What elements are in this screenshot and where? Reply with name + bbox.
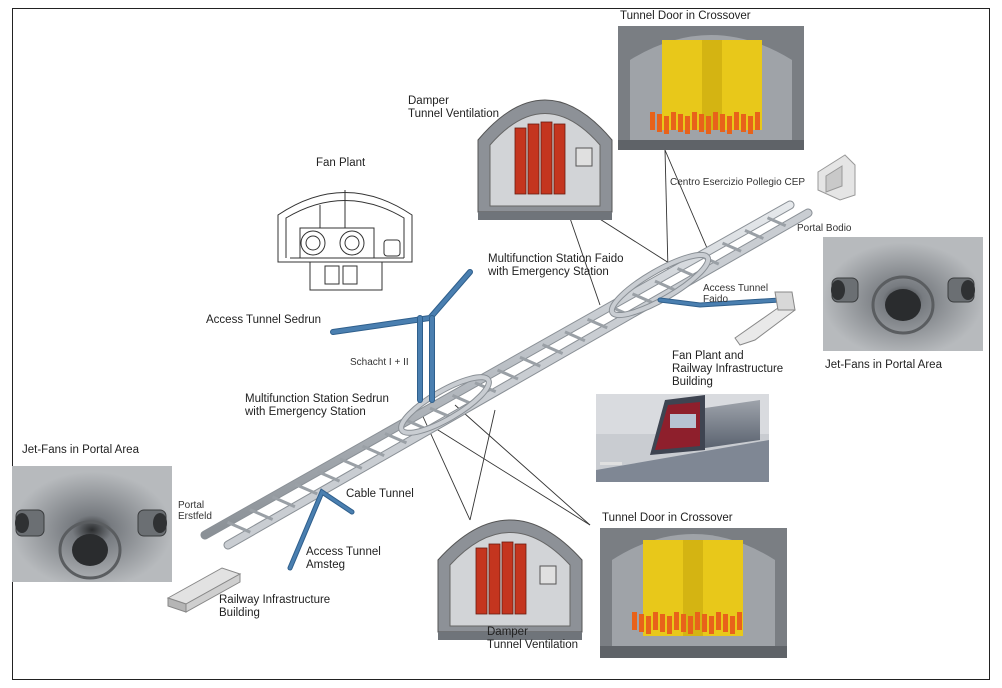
label-portal-erstfeld: Portal Erstfeld xyxy=(178,500,212,522)
worker-figure xyxy=(685,116,690,134)
worker-figure xyxy=(748,116,753,134)
label-tunnel-door-bottom: Tunnel Door in Crossover xyxy=(602,512,733,524)
label-cable-tunnel: Cable Tunnel xyxy=(346,488,414,500)
label-access-tunnel-faido: Access Tunnel Faido xyxy=(703,283,769,305)
worker-figure xyxy=(632,612,637,630)
cross-passage xyxy=(226,520,251,534)
label-access-tunnel-sedrun: Access Tunnel Sedrun xyxy=(206,314,322,326)
cross-passage xyxy=(564,330,586,343)
worker-figure xyxy=(737,612,742,630)
cross-passage xyxy=(249,508,274,521)
worker-figure xyxy=(678,114,683,132)
fan-plant-drawing xyxy=(277,190,413,291)
cross-passage xyxy=(339,457,363,470)
worker-figure xyxy=(723,614,728,632)
cross-passage xyxy=(429,406,452,419)
label-portal-bodio: Portal Bodio xyxy=(797,223,852,234)
worker-figure xyxy=(667,616,672,634)
main-tunnels xyxy=(200,200,813,550)
worker-figure xyxy=(706,116,711,134)
label-railway-infrastructure-building: Railway Infrastructure Building xyxy=(219,594,331,619)
jet-fans-photo-left xyxy=(12,466,172,582)
worker-figure xyxy=(681,614,686,632)
worker-figure xyxy=(741,114,746,132)
worker-figure xyxy=(730,616,735,634)
worker-figure xyxy=(639,614,644,632)
label-access-tunnel-amsteg: Access Tunnel Amsteg xyxy=(306,546,381,571)
tunnel-door-photo-top xyxy=(618,26,804,150)
label-jet-fans-left: Jet-Fans in Portal Area xyxy=(22,444,139,456)
label-mfs-faido: Multifunction Station Faido with Emergen… xyxy=(488,253,624,278)
figure-frame xyxy=(12,8,990,680)
worker-figure xyxy=(716,612,721,630)
cross-passage xyxy=(631,292,653,304)
worker-figure xyxy=(688,616,693,634)
cross-passage xyxy=(541,343,564,355)
fan-plant-building-block xyxy=(734,291,796,346)
label-jet-fans-right: Jet-Fans in Portal Area xyxy=(825,359,942,371)
tunnel-door-photo-bottom xyxy=(600,528,787,658)
railway-infrastructure-building-block xyxy=(166,567,242,613)
worker-figure xyxy=(727,116,732,134)
access-tunnels xyxy=(287,269,783,571)
cross-passage xyxy=(721,241,742,253)
worker-figure xyxy=(657,114,662,132)
worker-figure xyxy=(653,612,658,630)
cross-passage xyxy=(316,470,341,483)
worker-figure xyxy=(650,112,655,130)
worker-figure xyxy=(709,616,714,634)
fan-plant-building-render xyxy=(596,394,769,482)
label-damper-bottom: Damper Tunnel Ventilation xyxy=(487,626,579,651)
cross-passage xyxy=(519,355,541,368)
worker-figure xyxy=(692,112,697,130)
label-schacht: Schacht I + II xyxy=(350,357,409,368)
cross-passage xyxy=(744,229,764,240)
worker-figure xyxy=(734,112,739,130)
cross-passage xyxy=(654,279,675,291)
worker-figure xyxy=(695,612,700,630)
cross-passage xyxy=(361,444,385,457)
worker-figure xyxy=(646,616,651,634)
worker-figure xyxy=(699,114,704,132)
cross-passage xyxy=(586,317,608,330)
label-damper-top: Damper Tunnel Ventilation xyxy=(408,95,500,120)
cep-building-icon xyxy=(817,154,856,201)
worker-figure xyxy=(674,612,679,630)
label-tunnel-door-top: Tunnel Door in Crossover xyxy=(620,10,751,22)
cross-passage xyxy=(384,432,408,445)
worker-figure xyxy=(702,614,707,632)
cross-passage xyxy=(271,495,296,509)
label-fan-plant-building: Fan Plant and Railway Infrastructure Bui… xyxy=(672,350,784,388)
damper-section-top xyxy=(477,99,613,220)
cross-passage xyxy=(496,368,519,381)
jet-fans-photo-right xyxy=(823,237,983,351)
label-mfs-sedrun: Multifunction Station Sedrun with Emerge… xyxy=(245,393,389,418)
worker-figure xyxy=(664,116,669,134)
worker-figure xyxy=(713,112,718,130)
worker-figure xyxy=(660,614,665,632)
cross-passage xyxy=(766,216,787,228)
worker-figure xyxy=(720,114,725,132)
damper-section-bottom xyxy=(437,519,583,640)
worker-figure xyxy=(755,112,760,130)
cross-passage xyxy=(294,482,318,496)
worker-figure xyxy=(671,112,676,130)
label-centro-esercizio: Centro Esercizio Pollegio CEP xyxy=(670,177,806,188)
label-fan-plant: Fan Plant xyxy=(316,157,366,169)
